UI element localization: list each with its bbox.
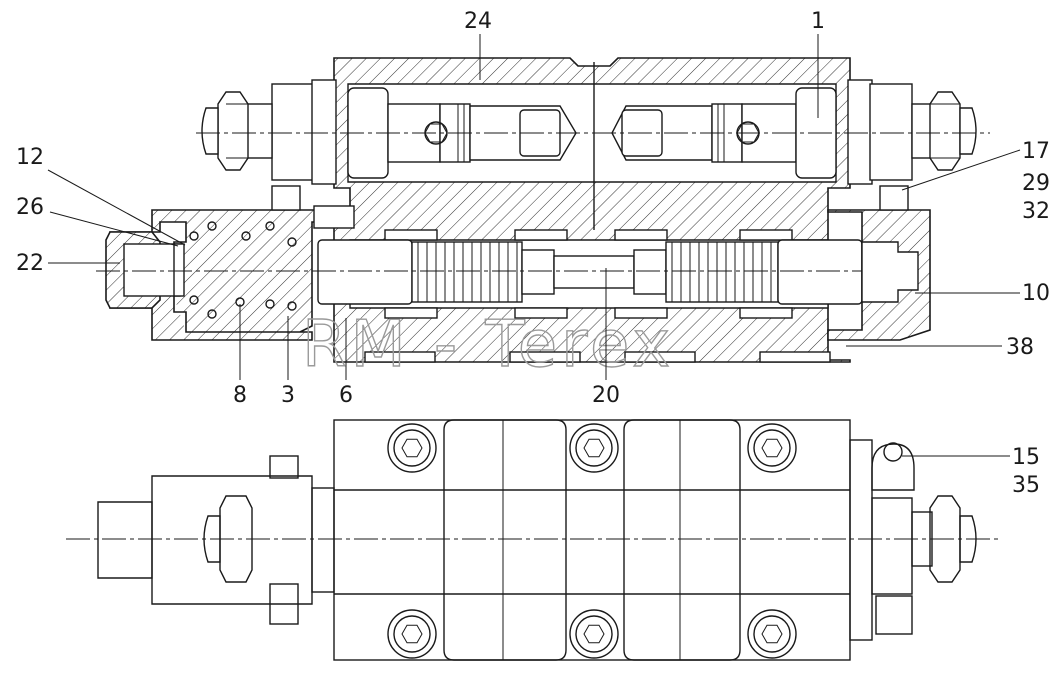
- plug-fitting-15: [871, 443, 915, 491]
- callout-32: 32: [1022, 199, 1050, 224]
- left-pilot-plug: [201, 79, 389, 185]
- leader-lines: [47, 34, 1021, 457]
- groove-3: [614, 229, 668, 241]
- hex-socket-icon: [401, 438, 423, 458]
- right-pilot-plug: [795, 79, 977, 185]
- hex-socket-icon: [583, 624, 605, 644]
- plan-pocket-left: [443, 419, 567, 661]
- port-b: [759, 351, 831, 363]
- callout-17: 17: [1022, 139, 1050, 164]
- cap-washer: [173, 243, 185, 297]
- mounting-bolts: [387, 423, 797, 659]
- groove-4: [739, 229, 793, 241]
- groove-7: [614, 307, 668, 319]
- plan-pocket-right: [623, 419, 741, 661]
- callout-12: 12: [16, 145, 44, 170]
- callout-35: 35: [1012, 473, 1040, 498]
- callout-26: 26: [16, 195, 44, 220]
- plan-spring-cap: [151, 475, 313, 605]
- groove-6: [514, 307, 568, 319]
- callout-labels: 24 1 12 26 22 17 29 32 10 38 8 3 6 20 15…: [16, 9, 1050, 498]
- groove-2: [514, 229, 568, 241]
- callout-20: 20: [592, 383, 620, 408]
- hex-socket-icon: [761, 438, 783, 458]
- bolt-socket: [393, 615, 431, 653]
- callout-29: 29: [1022, 171, 1050, 196]
- bolt-head: [569, 423, 619, 473]
- end-cap-cavity: [861, 241, 919, 303]
- bolt-socket: [753, 615, 791, 653]
- bolt-socket: [753, 429, 791, 467]
- spool-land-ribs: [417, 242, 772, 302]
- cap-inner-bore: [123, 243, 181, 297]
- watermark-text: RM - Terex: [302, 308, 674, 382]
- callout-8: 8: [233, 383, 247, 408]
- callout-15: 15: [1012, 445, 1040, 470]
- section-view: [96, 57, 990, 363]
- callout-1: 1: [811, 9, 825, 34]
- hex-socket-icon: [401, 624, 423, 644]
- hex-socket-icon: [761, 624, 783, 644]
- callout-38: 38: [1006, 335, 1034, 360]
- hex-socket-icon: [583, 438, 605, 458]
- bolt-head: [387, 423, 437, 473]
- bolt-socket: [575, 615, 613, 653]
- bolt-head: [747, 609, 797, 659]
- bolt-head: [747, 423, 797, 473]
- callout-24: 24: [464, 9, 492, 34]
- groove-8: [739, 307, 793, 319]
- callout-10: 10: [1022, 281, 1050, 306]
- bolt-socket: [575, 429, 613, 467]
- fitting-left-top: [271, 185, 301, 211]
- groove-5: [384, 307, 438, 319]
- callout-3: 3: [281, 383, 295, 408]
- spring-coils: [189, 221, 297, 319]
- spool-guide: [313, 205, 355, 229]
- callout-22: 22: [16, 251, 44, 276]
- callout-6: 6: [339, 383, 353, 408]
- port-a: [364, 351, 436, 363]
- groove-1: [384, 229, 438, 241]
- plan-view: [66, 419, 1002, 661]
- plan-body: [333, 419, 851, 661]
- bolt-head: [387, 609, 437, 659]
- bolt-socket: [393, 429, 431, 467]
- plan-cap-nut: [97, 501, 153, 579]
- port-t: [624, 351, 696, 363]
- main-spool: [317, 239, 863, 305]
- bolt-head: [569, 609, 619, 659]
- port-p: [509, 351, 581, 363]
